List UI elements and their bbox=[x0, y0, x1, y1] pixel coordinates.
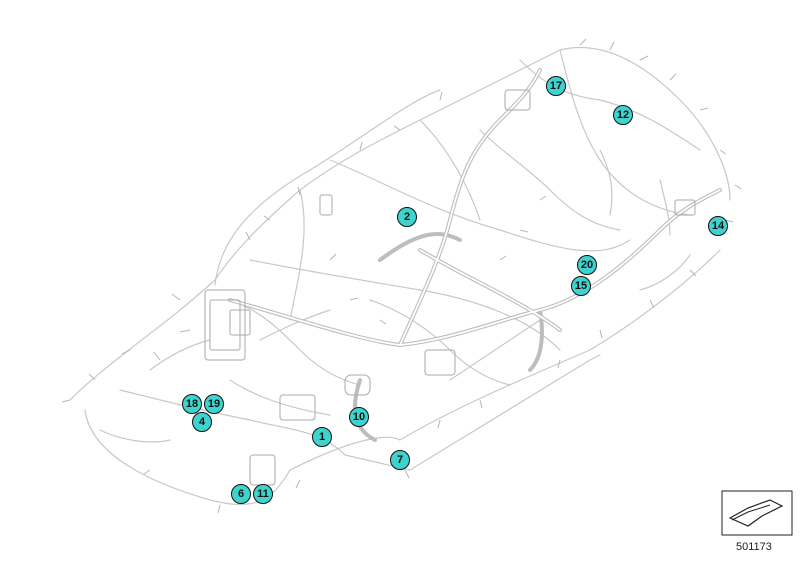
callout-marker-1[interactable]: 1 bbox=[312, 427, 332, 447]
callout-marker-4[interactable]: 4 bbox=[192, 412, 212, 432]
callout-marker-18[interactable]: 18 bbox=[182, 394, 202, 414]
callout-marker-7[interactable]: 7 bbox=[390, 450, 410, 470]
callout-marker-14[interactable]: 14 bbox=[708, 216, 728, 236]
callout-marker-11[interactable]: 11 bbox=[253, 484, 273, 504]
diagram-id-label: 501173 bbox=[736, 541, 772, 553]
callout-marker-10[interactable]: 10 bbox=[349, 407, 369, 427]
callout-marker-2[interactable]: 2 bbox=[397, 207, 417, 227]
callout-marker-17[interactable]: 17 bbox=[546, 76, 566, 96]
callout-marker-15[interactable]: 15 bbox=[571, 276, 591, 296]
callout-marker-19[interactable]: 19 bbox=[204, 394, 224, 414]
callout-marker-20[interactable]: 20 bbox=[577, 255, 597, 275]
callout-marker-6[interactable]: 6 bbox=[231, 484, 251, 504]
callout-marker-12[interactable]: 12 bbox=[613, 105, 633, 125]
